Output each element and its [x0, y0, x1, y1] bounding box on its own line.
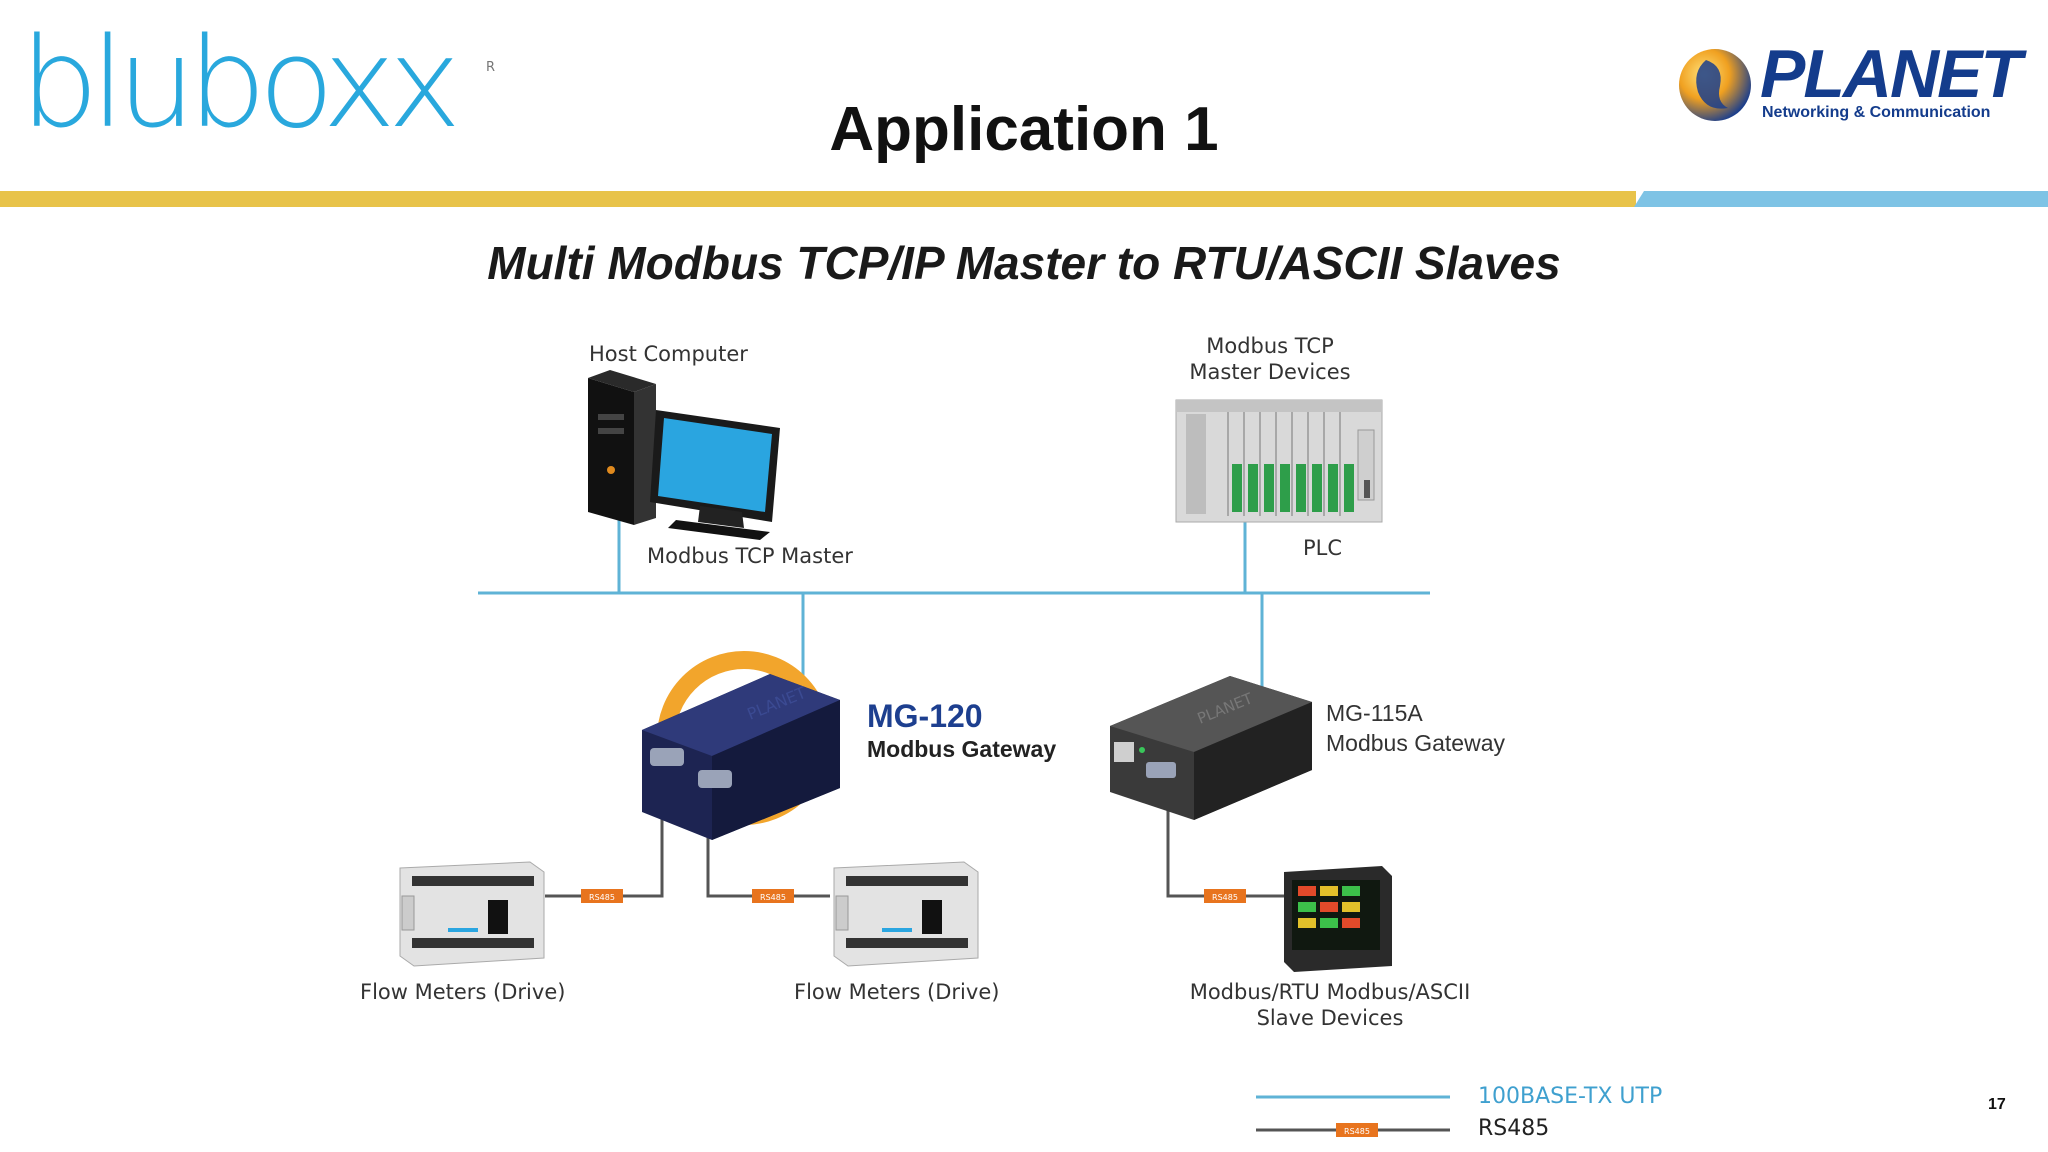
- svg-text:RS485: RS485: [1344, 1127, 1370, 1136]
- planet-tagline: Networking & Communication: [1762, 104, 1991, 121]
- slide-title: Application 1: [829, 95, 1219, 164]
- legend-rs485-label: RS485: [1478, 1116, 1550, 1141]
- host-computer-label: Host Computer: [589, 342, 748, 366]
- planet-logo: PLANET: [1760, 36, 2022, 112]
- flow-meter-label-1: Flow Meters (Drive): [360, 980, 566, 1004]
- legend-rs485-swatch: RS485: [1256, 1123, 1450, 1137]
- svg-text:RS485: RS485: [760, 893, 786, 902]
- header-band-yellow: [0, 191, 1636, 207]
- svg-text:RS485: RS485: [589, 893, 615, 902]
- registered-mark: R: [486, 60, 496, 75]
- planet-globe-icon: [1679, 49, 1751, 121]
- header-band-blue: [1634, 191, 2048, 207]
- legend-utp-label: 100BASE-TX UTP: [1478, 1084, 1663, 1109]
- slave-devices-label-line1: Modbus/RTU Modbus/ASCII: [1189, 980, 1471, 1004]
- master-devices-label-line2: Master Devices: [1189, 360, 1351, 384]
- rs485-tag-3: RS485: [1204, 889, 1246, 903]
- mg120-model-label: MG-120: [867, 698, 983, 734]
- slave-devices-label-line2: Slave Devices: [1256, 1006, 1404, 1030]
- mg120-gateway-icon: PLANET: [642, 651, 840, 840]
- master-devices-label-line1: Modbus TCP: [1206, 334, 1334, 358]
- mg115a-desc-label: Modbus Gateway: [1326, 730, 1505, 756]
- bluboxx-logo: bluboxx: [20, 12, 461, 156]
- flow-meter-label-2: Flow Meters (Drive): [794, 980, 1000, 1004]
- flow-meter-icon: [833, 861, 979, 967]
- page-number: 17: [1988, 1096, 2006, 1113]
- rs485-tag-2: RS485: [752, 889, 794, 903]
- slave-device-icon: [1284, 866, 1392, 972]
- flow-meter-icon: [399, 861, 545, 967]
- plc-rack-icon: [1175, 399, 1383, 523]
- modbus-tcp-master-label: Modbus TCP Master: [647, 544, 853, 568]
- diagram-title: Multi Modbus TCP/IP Master to RTU/ASCII …: [487, 237, 1561, 289]
- plc-label: PLC: [1303, 536, 1343, 560]
- rs485-tag-1: RS485: [581, 889, 623, 903]
- mg120-desc-label: Modbus Gateway: [867, 736, 1057, 762]
- mg115a-model-label: MG-115A: [1326, 700, 1423, 726]
- mg115a-gateway-icon: PLANET: [1110, 676, 1312, 820]
- svg-text:RS485: RS485: [1212, 893, 1238, 902]
- utp-lines: [478, 518, 1430, 690]
- host-computer-icon: [588, 370, 780, 540]
